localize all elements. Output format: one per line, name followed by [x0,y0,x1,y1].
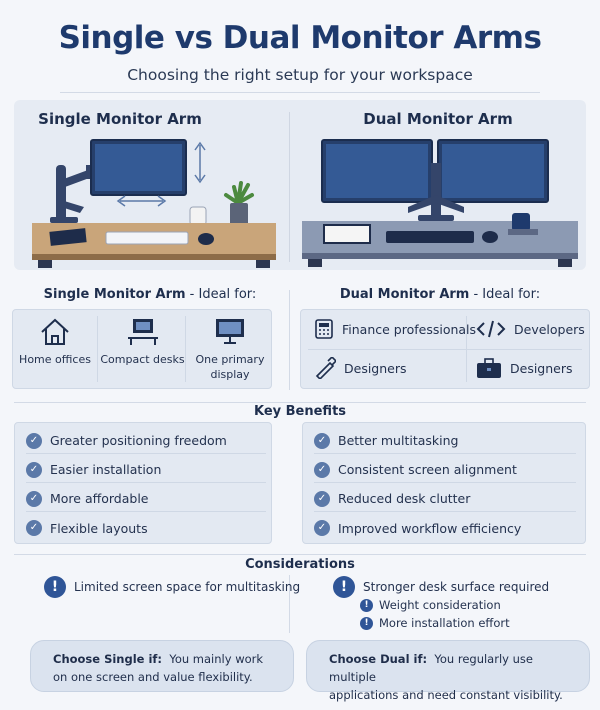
check-icon: ✓ [314,461,330,478]
dual-consideration-sub: !Weight consideration [360,598,501,612]
benefit-item: ✓Easier installation [26,457,266,483]
monitor-arm-pole [56,165,66,225]
choose-dual-label: Choose Dual if: [329,652,428,666]
page-title: Single vs Dual Monitor Arms [58,20,542,56]
choose-single-box: Choose Single if: You mainly work on one… [30,640,294,692]
considerations-heading: Considerations [245,557,355,572]
ideal-designers-2: Designers [476,357,573,379]
benefit-item: ✓Improved workflow efficiency [314,515,576,541]
dual-ideal-heading: Dual Monitor Arm - Ideal for: [339,287,541,302]
choose-single-label: Choose Single if: [53,652,163,666]
check-icon: ✓ [314,490,330,507]
ideal-designers: Designers [314,357,407,379]
ideal-home-offices: Home offices [14,316,96,367]
single-benefits-panel [14,422,272,544]
notebook-icon [49,228,87,246]
dual-benefits-panel [302,422,586,544]
dual-consideration-sub: !More installation effort [360,616,510,630]
benefit-item: ✓More affordable [26,486,266,512]
considerations-divider [289,575,290,633]
pen-tool-icon [315,357,336,379]
single-ideal-heading: Single Monitor Arm - Ideal for: [43,287,257,302]
notebook-icon [323,224,371,244]
check-icon: ✓ [26,432,42,449]
check-icon: ✓ [26,520,42,536]
keyboard-icon [386,231,474,243]
dual-arm-pole [431,163,441,218]
warning-icon: ! [360,598,373,612]
mouse-icon [482,231,498,243]
single-consideration: !Limited screen space for multitasking [44,576,300,598]
dual-consideration: !Stronger desk surface required [333,576,549,598]
warning-icon: ! [333,576,355,598]
benefit-item: ✓Flexible layouts [26,515,266,541]
benefit-item: ✓Greater positioning freedom [26,428,266,454]
mouse-icon [198,233,214,245]
mug-icon [512,213,530,231]
check-icon: ✓ [314,432,330,449]
benefit-item: ✓Reduced desk clutter [314,486,576,512]
benefit-item: ✓Consistent screen alignment [314,457,576,483]
warning-icon: ! [44,576,66,598]
choose-dual-box: Choose Dual if: You regularly use multip… [306,640,590,702]
plant-icon [224,181,254,205]
check-icon: ✓ [26,490,42,507]
ideal-finance-professionals: Finance professionals [314,319,476,339]
header-divider [60,92,540,93]
warning-icon: ! [360,616,373,630]
monitor-icon [216,319,244,344]
ideal-compact-desks: Compact desks [100,316,185,367]
horizontal-adjust-arrow-icon [116,195,167,207]
keyboard-icon [105,231,189,245]
vertical-adjust-arrow-icon [194,141,206,184]
desk-icon [127,319,158,345]
mug-icon [189,206,207,226]
choose-dual-text-2: applications and need constant visibilit… [329,688,563,702]
benefit-item: ✓Better multitasking [314,428,576,454]
single-arm-title: Single Monitor Arm [38,110,202,128]
key-benefits-heading: Key Benefits [253,404,347,419]
dual-arm-title: Dual Monitor Arm [363,110,513,128]
single-monitor-desk-illustration [32,139,276,268]
hero-divider [289,112,290,262]
ideal-developers: Developers [476,319,585,339]
code-icon [476,320,506,338]
ideal-one-primary-display: One primary display [188,316,272,382]
page-subtitle: Choosing the right setup for your worksp… [127,66,473,84]
house-icon [41,318,69,345]
check-icon: ✓ [314,520,330,536]
choose-single-text-2: on one screen and value flexibility. [53,670,253,684]
briefcase-icon [477,358,501,378]
choose-dual-text: You regularly use multiple [329,652,533,684]
choose-single-text: You mainly work [169,652,264,666]
dual-monitor-desk-illustration [302,139,578,267]
calculator-icon [315,319,333,339]
ideal-divider [289,290,290,390]
check-icon: ✓ [26,461,42,478]
